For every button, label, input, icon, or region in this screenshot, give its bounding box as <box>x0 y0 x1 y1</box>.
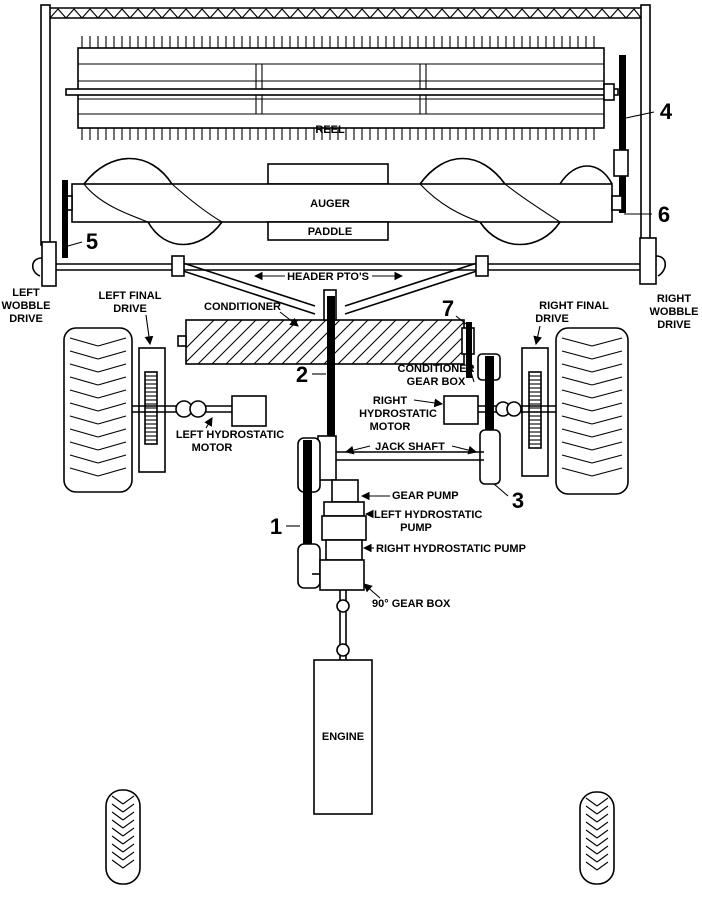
labels: HEADER PTO'S CONDITIONER LEFT WOBBLE DRI… <box>2 99 699 610</box>
left-hydrostatic-motor-line2: MOTOR <box>192 442 233 454</box>
auger: AUGER PADDLE <box>63 157 623 246</box>
jack-shaft <box>317 435 484 481</box>
right-hydrostatic-pump-label: RIGHT HYDROSTATIC PUMP <box>376 543 526 555</box>
engine-belt <box>297 437 321 589</box>
left-hydrostatic-pump-line1: LEFT HYDROSTATIC <box>374 509 482 521</box>
engine-drive-shaft <box>336 590 350 660</box>
conditioner-label: CONDITIONER <box>204 301 281 313</box>
left-final-drive <box>138 347 166 473</box>
callout-2: 2 <box>296 362 308 387</box>
left-final-drive-line2: DRIVE <box>113 303 147 315</box>
pto-belt <box>323 289 337 466</box>
left-wobble-drive-line3: DRIVE <box>9 313 43 325</box>
gear-pump-label: GEAR PUMP <box>392 490 459 502</box>
engine: ENGINE <box>313 659 373 815</box>
conditioner <box>177 319 475 365</box>
reel-label: REEL <box>315 124 345 136</box>
right-hydrostatic-motor <box>443 395 556 425</box>
paddle-label: PADDLE <box>308 226 352 238</box>
conditioner-gear-box-line1: CONDITIONER <box>398 363 475 375</box>
right-tire <box>555 327 629 495</box>
auger-left-chain <box>62 180 68 258</box>
left-wobble-drive <box>31 241 57 287</box>
right-wobble-drive-line1: RIGHT <box>657 293 692 305</box>
left-wobble-drive-line2: WOBBLE <box>2 300 51 312</box>
right-wobble-drive-line2: WOBBLE <box>650 306 699 318</box>
rear-left-tire <box>105 789 141 885</box>
jack-shaft-label: JACK SHAFT <box>375 441 445 453</box>
callout-1: 1 <box>270 514 282 539</box>
left-wobble-drive-line1: LEFT <box>12 287 40 299</box>
conditioner-gear-box-line2: GEAR BOX <box>407 376 466 388</box>
rear-right-tire <box>579 791 615 885</box>
pump-stack <box>312 479 367 591</box>
right-wobble-drive-line3: DRIVE <box>657 319 691 331</box>
callout-7: 7 <box>442 296 454 321</box>
right-wobble-drive <box>639 237 667 285</box>
header-ptos <box>171 255 489 315</box>
reel: REEL <box>65 36 619 140</box>
right-final-drive-line1: RIGHT FINAL <box>539 300 609 312</box>
conditioner-belt <box>466 322 501 485</box>
header-ptos-label: HEADER PTO'S <box>287 271 369 283</box>
left-hydrostatic-pump-line2: PUMP <box>400 522 432 534</box>
callout-3: 3 <box>512 488 524 513</box>
right-hydrostatic-motor-line2: HYDROSTATIC <box>359 408 437 420</box>
callout-5: 5 <box>86 229 98 254</box>
left-hydrostatic-motor-line1: LEFT HYDROSTATIC <box>176 429 284 441</box>
callout-6: 6 <box>658 202 670 227</box>
left-hydrostatic-motor <box>132 395 267 427</box>
right-hydrostatic-motor-line1: RIGHT <box>373 395 408 407</box>
right-hydrostatic-motor-line3: MOTOR <box>370 421 411 433</box>
left-tire <box>63 327 133 493</box>
gear-box-90-label: 90° GEAR BOX <box>372 598 451 610</box>
left-final-drive-line1: LEFT FINAL <box>99 290 162 302</box>
reel-drive-belt <box>613 55 629 213</box>
right-final-drive-line2: DRIVE <box>535 313 569 325</box>
header-frame <box>40 4 651 246</box>
engine-label: ENGINE <box>322 731 364 743</box>
auger-label: AUGER <box>310 198 350 210</box>
callout-4: 4 <box>660 99 673 124</box>
